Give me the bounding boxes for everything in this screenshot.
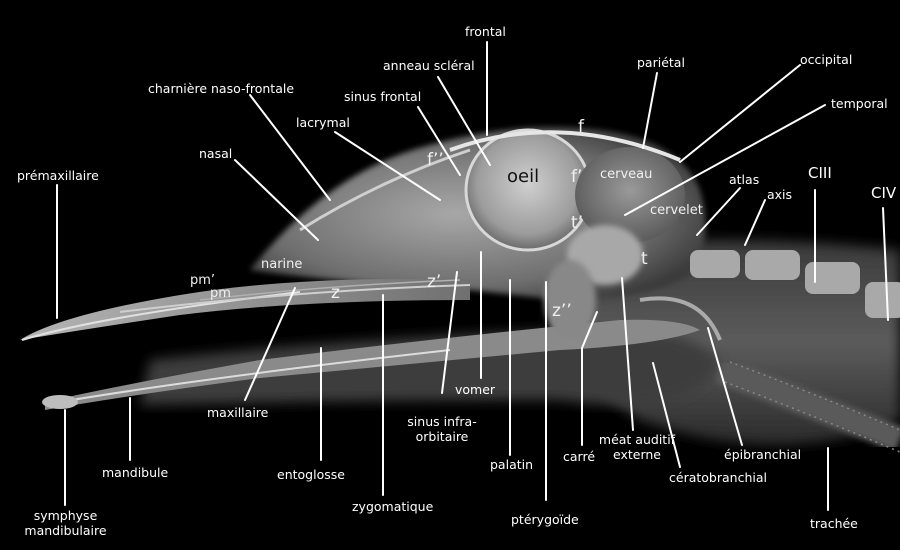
- label-frontal: frontal: [465, 24, 506, 39]
- inline-pm-prime: pm’: [190, 273, 216, 288]
- label-meat-line1: méat auditif: [598, 432, 676, 447]
- inline-f-prime: f’: [571, 167, 583, 187]
- label-zygomatique: zygomatique: [352, 499, 434, 514]
- label-axis: axis: [767, 187, 793, 202]
- label-meat-auditif-externe: méat auditif externe: [592, 432, 682, 462]
- leader-lines: [56, 41, 889, 511]
- label-atlas: atlas: [729, 172, 760, 187]
- label-sinus-infra-orbitaire: sinus infra- orbitaire: [402, 414, 482, 444]
- inline-cervelet: cervelet: [650, 203, 703, 218]
- inline-oeil: oeil: [507, 166, 540, 187]
- brain-case: [575, 147, 685, 243]
- hyoid: [639, 296, 722, 341]
- label-ciii: CIII: [808, 164, 832, 182]
- label-symphyse-mandibulaire: symphyse mandibulaire: [18, 508, 113, 538]
- label-occipital: occipital: [800, 52, 853, 67]
- inline-cerveau: cerveau: [600, 167, 653, 182]
- label-ceratobranchial: cératobranchial: [669, 470, 767, 485]
- upper-beak: [20, 279, 470, 340]
- inline-z-prime: z’: [427, 272, 442, 292]
- label-mandibule: mandibule: [102, 465, 169, 480]
- label-civ: CIV: [871, 184, 897, 202]
- lower-jaw: [45, 319, 700, 410]
- label-vomer: vomer: [455, 382, 496, 397]
- inline-f-double: f’’: [427, 150, 444, 170]
- label-carre: carré: [563, 449, 596, 464]
- inline-z: z: [331, 283, 340, 303]
- label-sinus-infra-line1: sinus infra-: [407, 414, 477, 429]
- label-pterygoide: ptérygoïde: [511, 512, 579, 527]
- label-anneau-scleral: anneau scléral: [383, 58, 475, 73]
- label-charniere-naso-frontale: charnière naso-frontale: [148, 81, 295, 96]
- label-temporal: temporal: [831, 96, 888, 111]
- eye-ball: [466, 130, 590, 250]
- label-premaxillaire: prémaxillaire: [17, 168, 99, 183]
- label-sinus-infra-line2: orbitaire: [415, 429, 469, 444]
- label-maxillaire: maxillaire: [207, 405, 269, 420]
- label-sinus-frontal: sinus frontal: [344, 89, 422, 104]
- vertebrae: [690, 250, 900, 318]
- label-palatin: palatin: [490, 457, 534, 472]
- inline-t-prime: t’: [571, 213, 584, 233]
- label-symphyse-line1: symphyse: [33, 508, 98, 523]
- inline-z-double: z’’: [552, 301, 572, 321]
- label-symphyse-line2: mandibulaire: [24, 523, 107, 538]
- label-epibranchial: épibranchial: [724, 447, 802, 462]
- inline-narine: narine: [261, 257, 303, 272]
- inline-t: t: [641, 249, 648, 269]
- label-parietal: pariétal: [637, 55, 685, 70]
- inline-f: f: [578, 117, 584, 137]
- label-lacrymal: lacrymal: [296, 115, 350, 130]
- label-meat-line2: externe: [613, 447, 661, 462]
- label-trachee: trachée: [810, 516, 858, 531]
- label-entoglosse: entoglosse: [277, 467, 345, 482]
- trachea: [715, 357, 900, 453]
- label-nasal: nasal: [199, 146, 233, 161]
- inline-pm: pm: [210, 286, 231, 301]
